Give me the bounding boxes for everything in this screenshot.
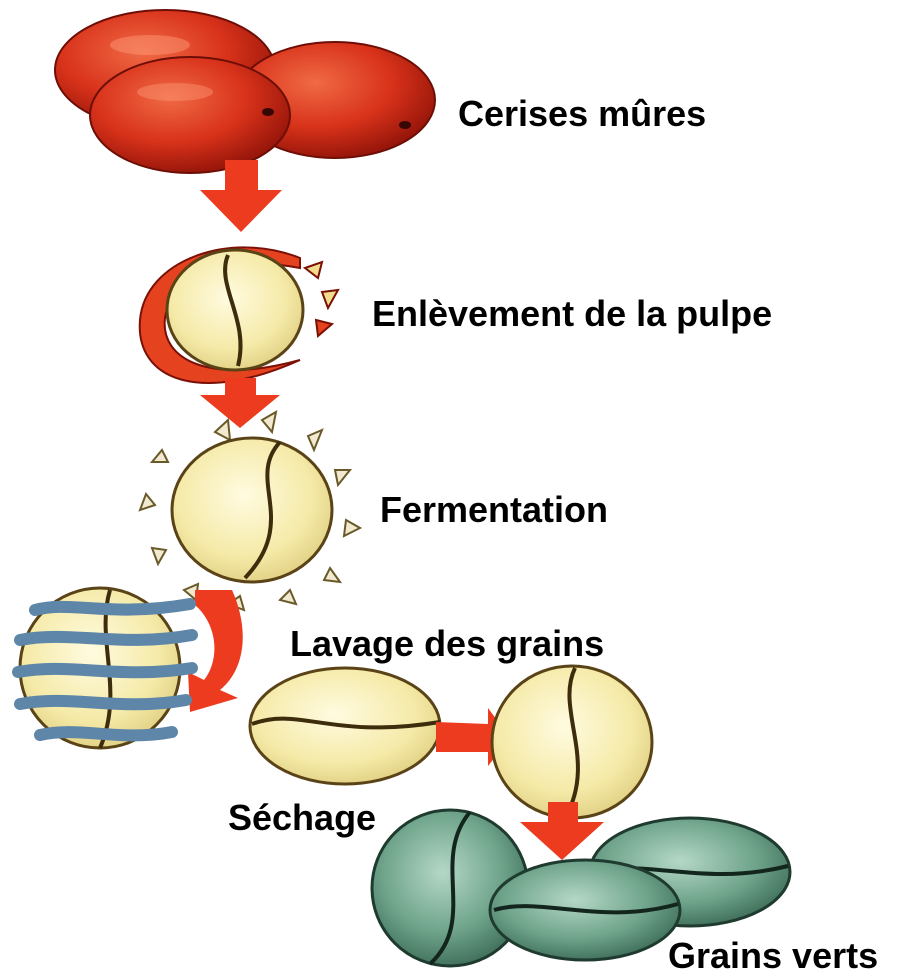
step-label-pulp-removal: Enlèvement de la pulpe (372, 296, 772, 332)
step-label-washing: Lavage des grains (290, 626, 604, 662)
step-label-ripe-cherries: Cerises mûres (458, 96, 706, 132)
washing-illustration (18, 588, 192, 748)
step-label-fermentation: Fermentation (380, 492, 608, 528)
process-arrow (188, 590, 243, 712)
fermentation-illustration (140, 412, 360, 610)
cherry (90, 57, 290, 173)
step-label-drying: Séchage (228, 800, 376, 836)
drying-bean (492, 666, 652, 818)
step-label-green-beans: Grains verts (668, 938, 878, 974)
ripe-cherries-illustration (55, 10, 435, 173)
fermenting-bean (172, 438, 332, 582)
drying-illustration (250, 666, 652, 818)
pulp-removal-illustration (140, 247, 338, 383)
